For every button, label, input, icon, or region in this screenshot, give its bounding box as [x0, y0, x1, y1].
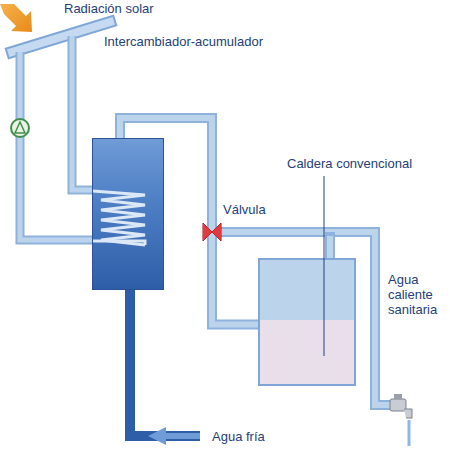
solar-collector-face: [12, 22, 110, 52]
heat-exchanger-coil: [93, 191, 145, 245]
flow-arrow: [148, 427, 200, 445]
label-cold-water: Agua fría: [212, 429, 265, 444]
leader-line: [324, 176, 325, 356]
valve-symbol: [203, 223, 221, 241]
coil-return: [93, 241, 145, 245]
solar-collector: [12, 22, 110, 52]
label-valve: Válvula: [223, 202, 266, 217]
pump-symbol: [11, 119, 29, 137]
leader-drawing: [260, 260, 358, 388]
node-label: Intercambiador-acumulador: [104, 34, 263, 49]
label-radiation: Radiación solar: [64, 1, 154, 16]
cold-water-pipe: [130, 290, 200, 445]
node-label: Caldera convencional: [287, 156, 412, 171]
coil-drawing: [93, 139, 165, 291]
hot-water-pipe: [217, 232, 392, 405]
tank-box: Intercambiador-acumulador: [92, 138, 164, 290]
radiation-arrow: [0, 4, 32, 32]
collector-loop: [20, 36, 92, 240]
boiler-box: Caldera convencional: [258, 258, 356, 386]
label-hot-water: Agua caliente sanitaria: [388, 272, 446, 317]
tap-symbol: [390, 394, 412, 446]
